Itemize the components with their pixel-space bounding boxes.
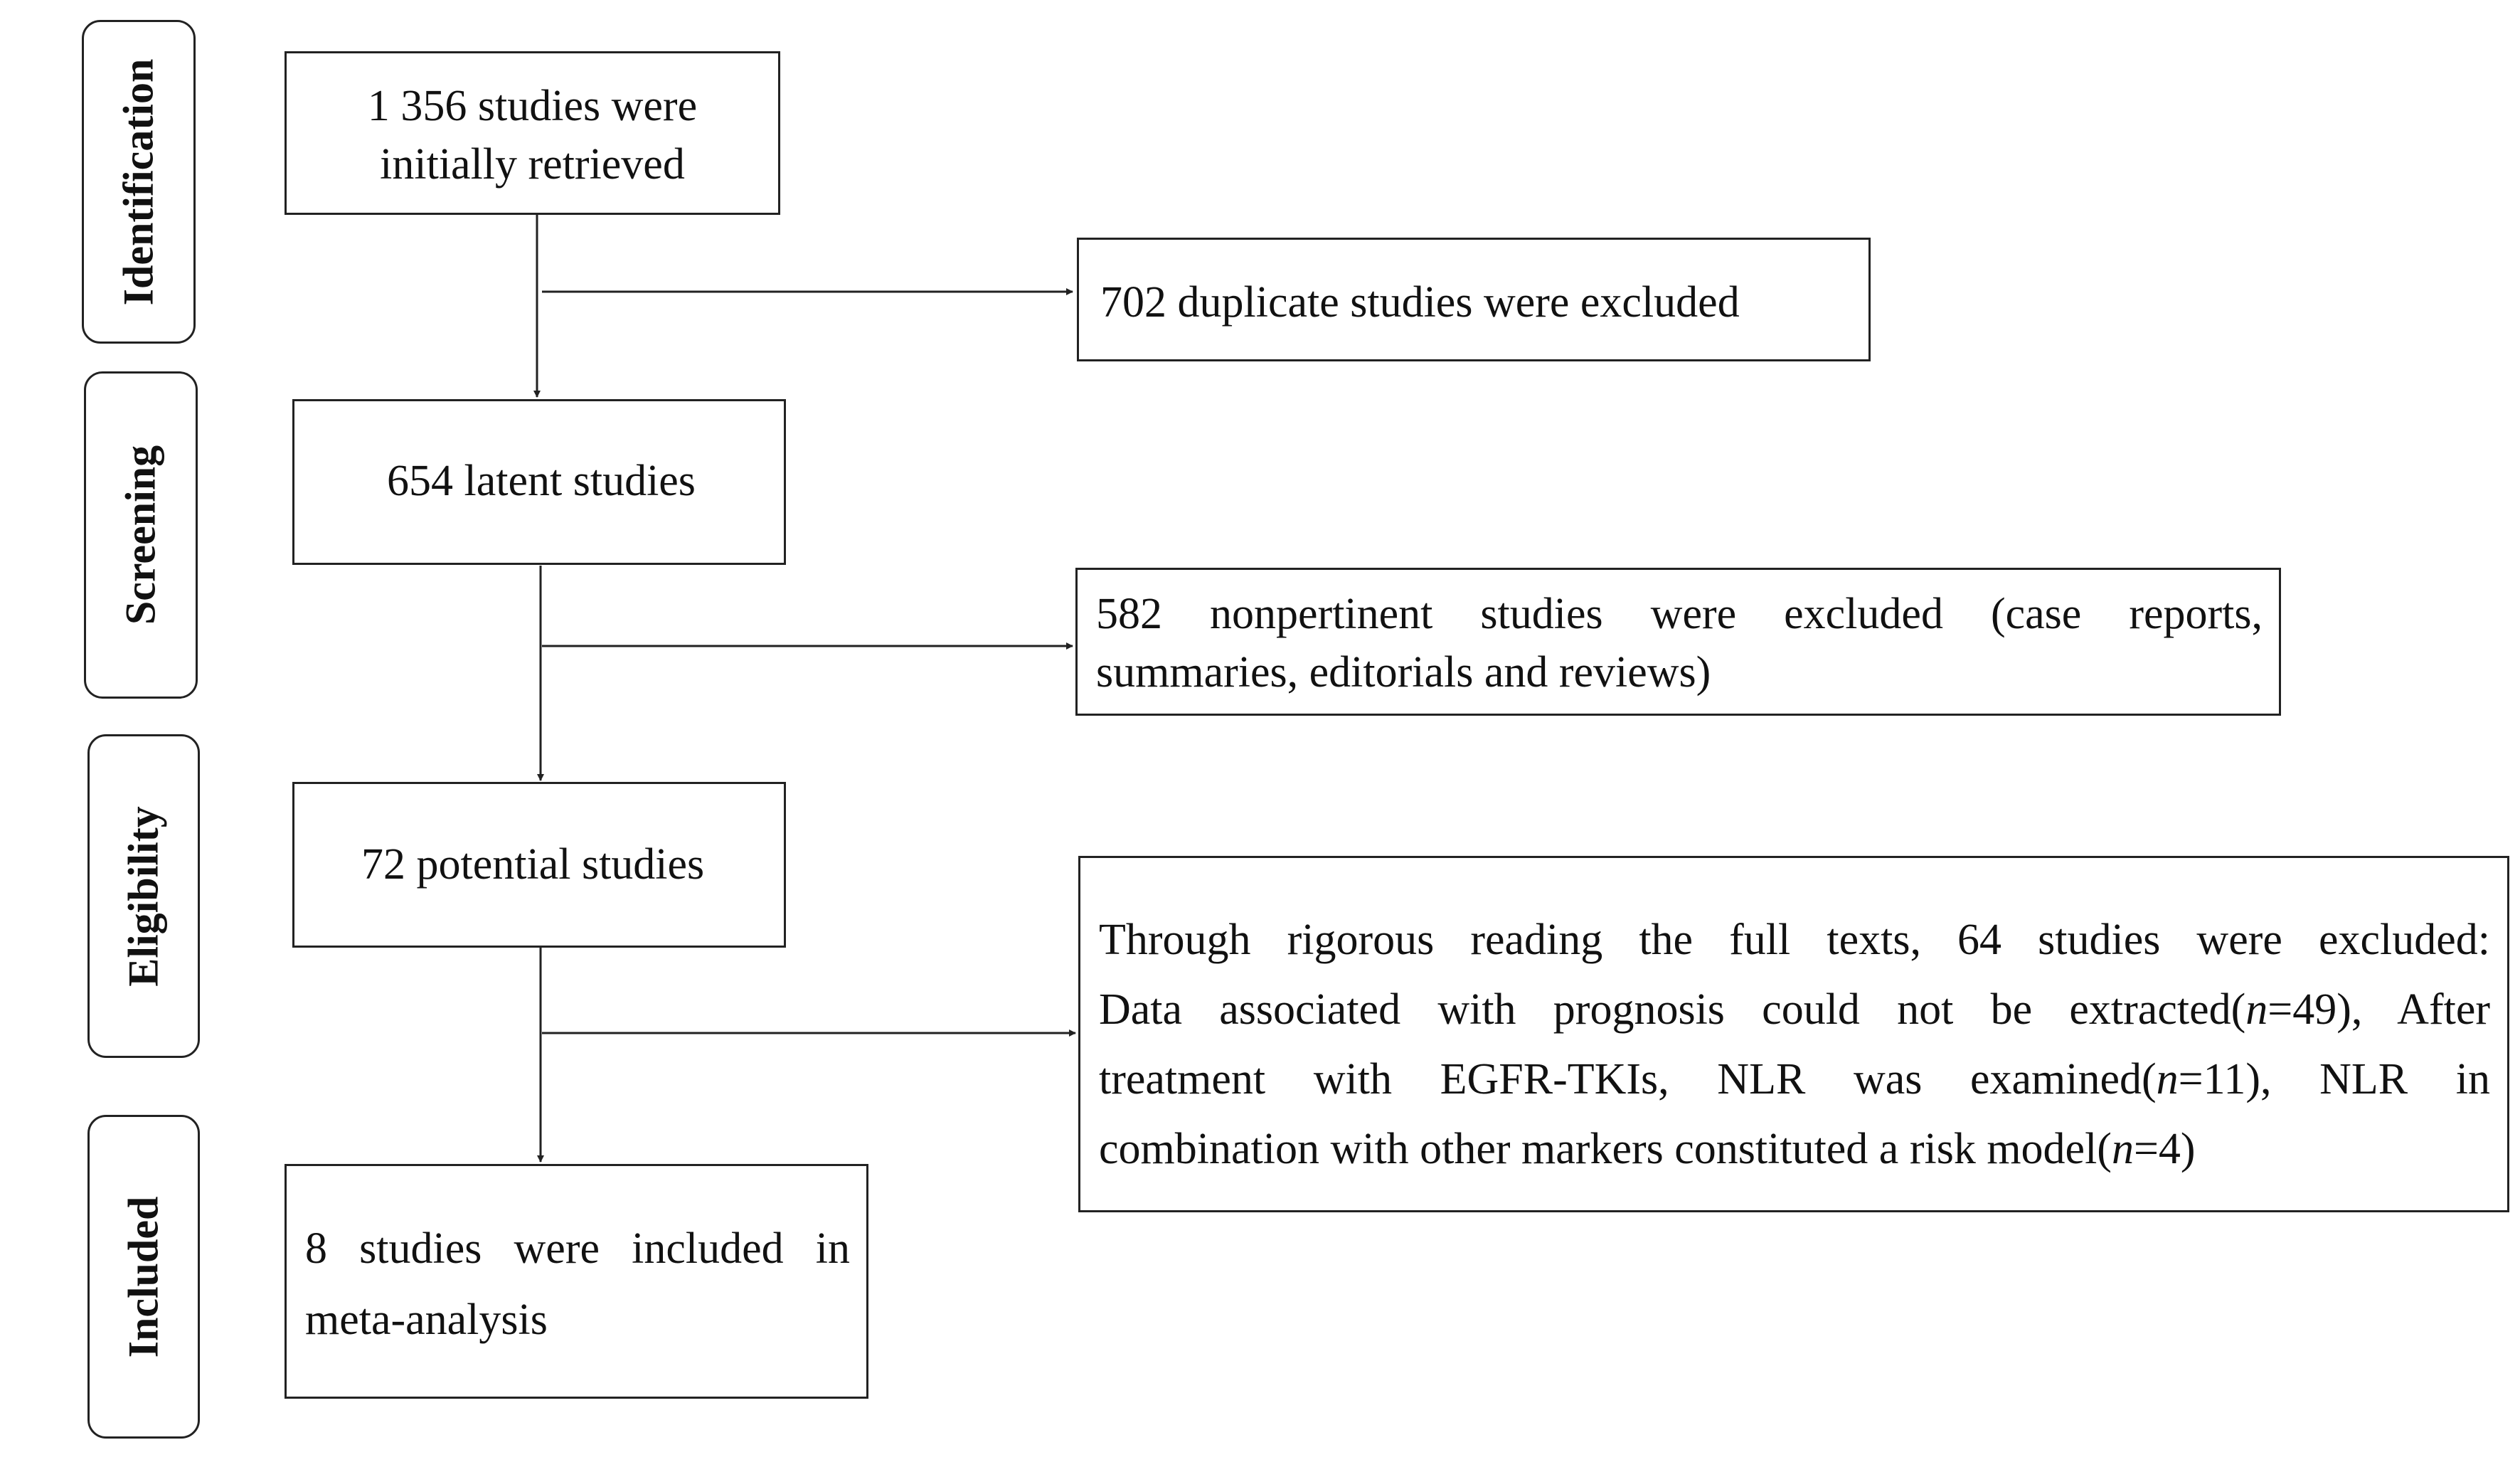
latent-label: 654 latent studies — [387, 457, 696, 505]
box-nonpertinent-excluded: 582 nonpertinent studies were excluded (… — [1075, 568, 2281, 716]
potential-label: 72 potential studies — [361, 840, 705, 889]
included-line-1: 8 studies were included in — [305, 1224, 850, 1273]
fulltext-line-1: Through rigorous reading the full texts,… — [1099, 916, 2490, 964]
fulltext-text: Through rigorous reading the full texts,… — [1099, 905, 2490, 1184]
included-text: 8 studies were included in meta-analysis — [305, 1220, 850, 1350]
box-fulltext-excluded: Through rigorous reading the full texts,… — [1078, 856, 2509, 1212]
stage-eligibility: Eligibility — [87, 734, 200, 1058]
retrieved-line-1: 1 356 studies were — [367, 82, 698, 130]
fulltext-line-3: treatment with EGFR-TKIs, NLR was examin… — [1099, 1055, 2490, 1103]
box-duplicates-excluded: 702 duplicate studies were excluded — [1077, 238, 1871, 361]
duplicates-label: 702 duplicate studies were excluded — [1100, 278, 1740, 327]
box-potential-studies: 72 potential studies — [292, 782, 786, 948]
included-line-2: meta-analysis — [305, 1295, 548, 1344]
nonpertinent-line-2: summaries, editorials and reviews) — [1096, 647, 1711, 697]
box-included-studies: 8 studies were included in meta-analysis — [285, 1164, 868, 1399]
box-latent-studies: 654 latent studies — [292, 399, 786, 565]
fulltext-line-2: Data associated with prognosis could not… — [1099, 985, 2490, 1034]
box-initially-retrieved: 1 356 studies were initially retrieved — [285, 51, 780, 215]
retrieved-line-2: initially retrieved — [380, 140, 685, 189]
nonpertinent-line-1: 582 nonpertinent studies were excluded (… — [1096, 590, 2263, 638]
stage-included: Included — [87, 1115, 200, 1439]
nonpertinent-text: 582 nonpertinent studies were excluded (… — [1096, 586, 2263, 702]
fulltext-line-4: combination with other markers constitut… — [1099, 1125, 2196, 1173]
stage-identification: Identification — [82, 20, 196, 344]
stage-screening: Screening — [84, 371, 198, 699]
